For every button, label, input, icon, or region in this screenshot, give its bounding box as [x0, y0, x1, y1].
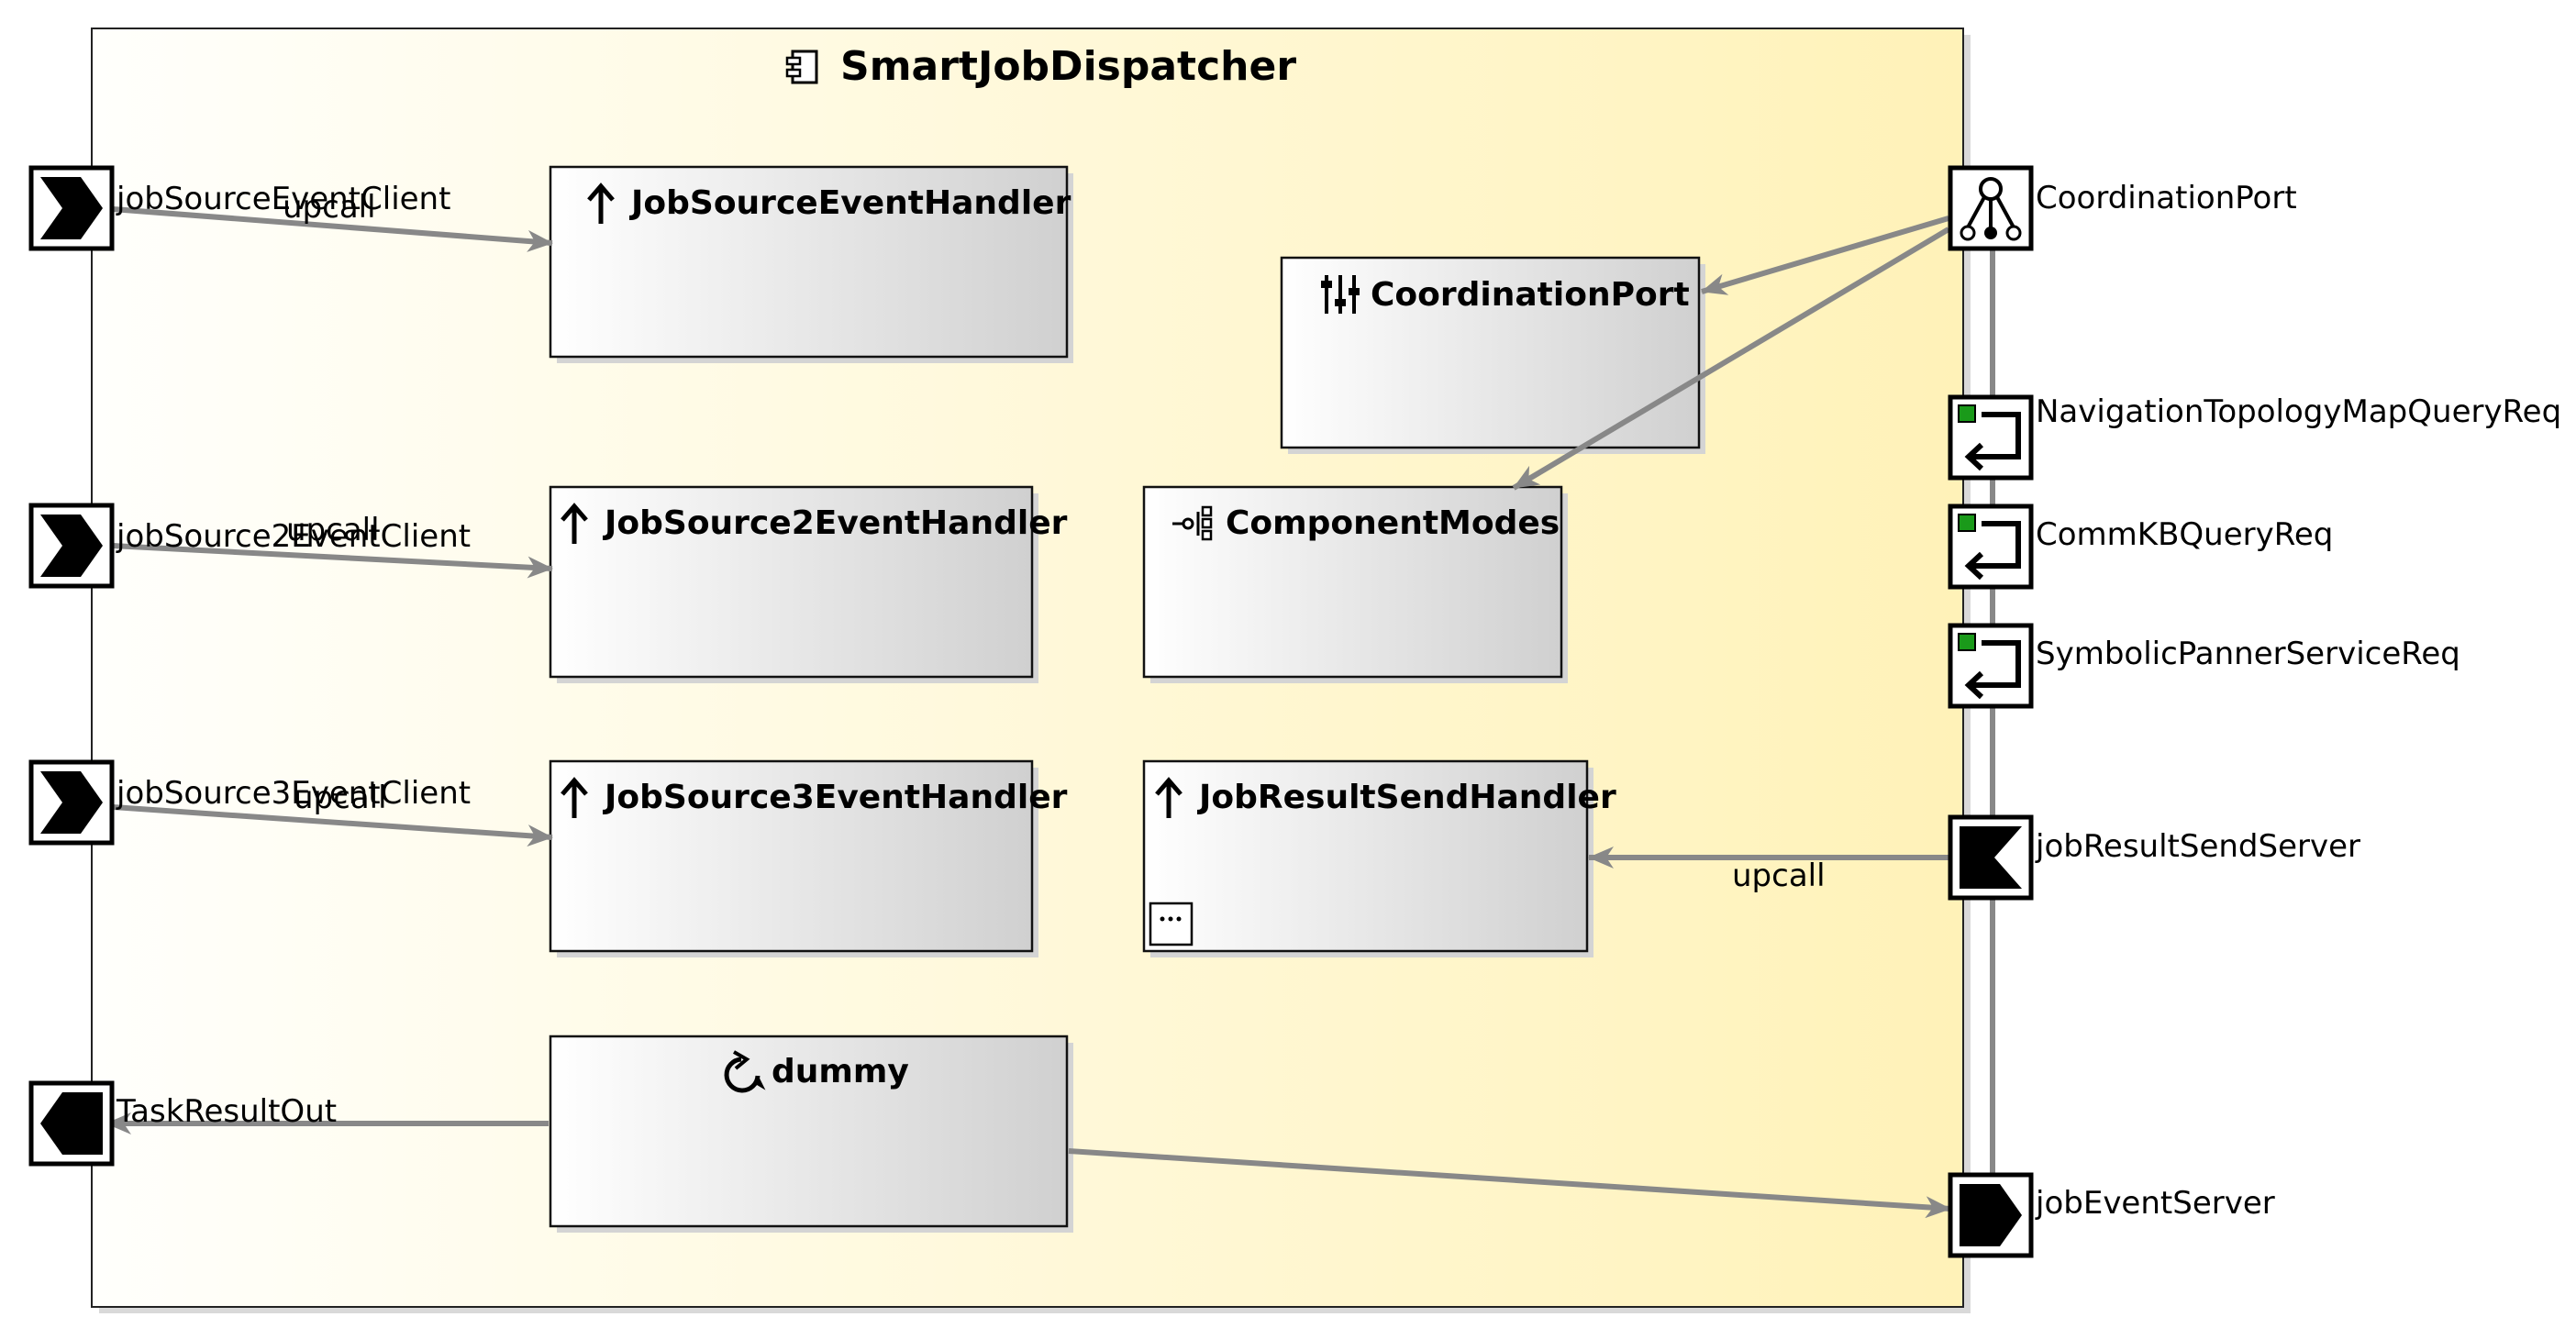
port-jobsource3-event-client[interactable]	[28, 759, 115, 846]
task-title: JobSource3EventHandler	[602, 779, 1068, 816]
connection-jobsource3[interactable]	[112, 804, 553, 847]
task-box-jobsource-handler[interactable]: JobSourceEventHandler	[549, 165, 1073, 363]
activity-loop-icon	[724, 1050, 766, 1093]
parameter-sliders-icon	[1321, 275, 1360, 314]
port-commkb-query-req[interactable]	[1948, 504, 2034, 590]
query-client-icon	[1958, 633, 2021, 700]
port-jobsource2-event-client[interactable]	[28, 503, 115, 589]
mode-tree-icon	[1172, 505, 1213, 541]
connection-job-event[interactable]	[1068, 1148, 1951, 1219]
connection-label: upcall	[286, 512, 380, 548]
port-label: CoordinationPort	[2036, 180, 2297, 216]
port-label: SymbolicPannerServiceReq	[2036, 636, 2460, 672]
query-client-icon	[1958, 404, 2021, 471]
upcall-handler-icon	[587, 183, 615, 224]
port-label: jobResultSendServer	[2035, 828, 2360, 865]
port-label: jobEventServer	[2035, 1185, 2275, 1222]
task-title: CoordinationPort	[1371, 276, 1690, 314]
connection-label: upcall	[283, 189, 376, 226]
port-label: jobSource3EventClient	[116, 775, 471, 812]
query-client-icon	[1958, 514, 2021, 581]
task-title: dummy	[772, 1053, 909, 1090]
connection-coord-1[interactable]	[1701, 216, 1949, 295]
port-navigation-topology-req[interactable]	[1948, 394, 2034, 481]
port-coordination[interactable]	[1948, 165, 2034, 251]
port-label: jobSourceEventClient	[116, 181, 450, 217]
event-client-icon	[40, 515, 103, 577]
connection-label: upcall	[294, 780, 387, 816]
port-label: NavigationTopologyMapQueryReq	[2036, 393, 2561, 430]
upcall-handler-icon	[1155, 777, 1183, 818]
task-title: ComponentModes	[1226, 504, 1560, 542]
component-icon	[785, 50, 818, 84]
port-label: TaskResultOut	[116, 1093, 337, 1130]
task-title: JobResultSendHandler	[1196, 779, 1616, 816]
event-client-icon	[40, 771, 103, 834]
task-box-coordination-port[interactable]: CoordinationPort	[1280, 256, 1705, 454]
port-symbolic-panner-req[interactable]	[1948, 623, 2034, 709]
connection-jobsource2[interactable]	[112, 543, 553, 579]
port-task-result-out[interactable]	[28, 1080, 115, 1167]
upcall-handler-icon	[561, 503, 588, 544]
task-box-dummy[interactable]: dummy	[549, 1035, 1073, 1233]
port-label: jobSource2EventClient	[116, 518, 471, 555]
component-title: SmartJobDispatcher	[840, 43, 1296, 90]
connection-jobsource[interactable]	[112, 206, 553, 252]
task-box-jobsource3-handler[interactable]: JobSource3EventHandler	[549, 759, 1068, 957]
upcall-handler-icon	[561, 777, 588, 818]
output-port-icon	[40, 1092, 103, 1155]
send-server-icon	[1960, 826, 2022, 889]
task-title: JobSource2EventHandler	[602, 504, 1068, 542]
coordination-port-icon	[1960, 177, 2022, 241]
event-client-icon	[40, 177, 103, 239]
more-options-icon[interactable]	[1149, 902, 1194, 946]
task-box-jobsource2-handler[interactable]: JobSource2EventHandler	[549, 485, 1068, 683]
port-job-event-server[interactable]	[1948, 1172, 2034, 1258]
port-jobresult-send-server[interactable]	[1948, 814, 2034, 901]
task-box-component-modes[interactable]: ComponentModes	[1142, 485, 1568, 683]
event-server-icon	[1960, 1184, 2022, 1246]
port-jobsource-event-client[interactable]	[28, 165, 115, 251]
task-title: JobSourceEventHandler	[628, 184, 1071, 222]
connection-coord-2[interactable]	[1512, 227, 1950, 491]
connection-label: upcall	[1732, 858, 1826, 894]
port-label: CommKBQueryReq	[2036, 516, 2333, 553]
task-box-jobresult-send-handler[interactable]: JobResultSendHandler	[1142, 759, 1616, 957]
